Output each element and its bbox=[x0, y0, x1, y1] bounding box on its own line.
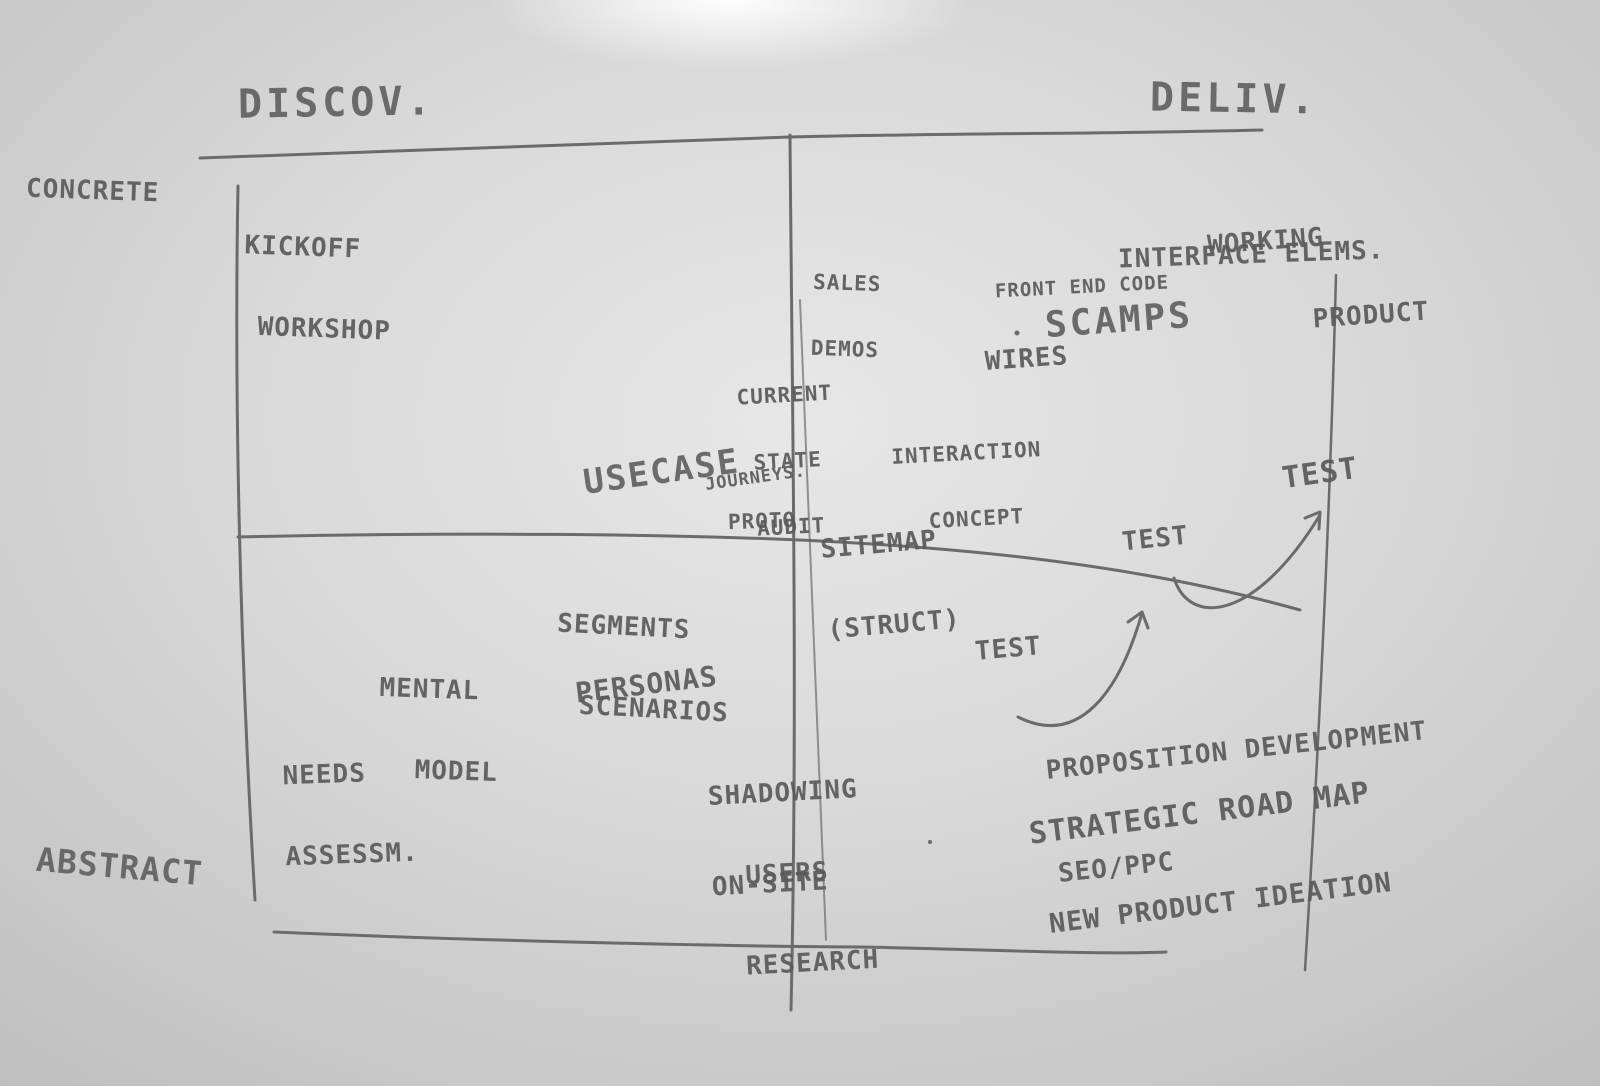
arrowhead-1 bbox=[1126, 610, 1150, 630]
note-line: (STRUCT) bbox=[826, 604, 962, 647]
curved-arrow-2 bbox=[1172, 513, 1322, 610]
note-line: SHADOWING bbox=[707, 773, 859, 812]
note-line: SALES bbox=[812, 269, 882, 297]
note-line: SITEMAP bbox=[819, 524, 939, 565]
dot-mark-2 bbox=[928, 840, 932, 844]
center-divider-second-line bbox=[799, 299, 827, 941]
note-on-site-research: ON-SITE RESEARCH bbox=[708, 811, 882, 1038]
dot-mark-1 bbox=[1014, 330, 1020, 336]
arrowhead-2 bbox=[1303, 510, 1322, 531]
bottom-border-line bbox=[272, 930, 1168, 955]
middle-divider-line bbox=[236, 532, 1302, 612]
center-divider-line bbox=[788, 133, 796, 1012]
note-line: INTERACTION bbox=[890, 437, 1042, 470]
note-line: CURRENT bbox=[735, 380, 833, 410]
axis-label-concrete: CONCRETE bbox=[25, 173, 160, 209]
note-line: MENTAL bbox=[378, 672, 480, 706]
note-line: WORKSHOP bbox=[257, 312, 392, 348]
right-border-line bbox=[1303, 273, 1338, 972]
note-line: KICKOFF bbox=[243, 230, 362, 265]
note-wires: WIRES bbox=[984, 341, 1070, 377]
note-line: RESEARCH bbox=[745, 945, 881, 983]
note-sitemap: SITEMAP (STRUCT) bbox=[815, 471, 967, 700]
note-proto: PROTO bbox=[727, 507, 797, 535]
curved-arrow-1 bbox=[1016, 611, 1144, 727]
top-border-line bbox=[198, 128, 1264, 160]
header-discovery: DISCOV. bbox=[237, 78, 435, 128]
note-kickoff-workshop: KICKOFF WORKSHOP bbox=[239, 177, 396, 400]
note-working-product: WORKING PRODUCT bbox=[1203, 163, 1434, 396]
header-delivery: DELIV. bbox=[1149, 74, 1319, 124]
note-line: ASSESSM. bbox=[284, 838, 420, 873]
note-test-1: TEST bbox=[973, 631, 1043, 667]
note-line: PRODUCT bbox=[1311, 296, 1431, 335]
note-line: SEGMENTS bbox=[556, 608, 692, 646]
note-line: NEEDS bbox=[282, 758, 367, 791]
note-line: MODEL bbox=[414, 755, 499, 789]
note-line: ON-SITE bbox=[711, 865, 830, 902]
note-needs-assessment: NEEDS ASSESSM. bbox=[280, 704, 421, 927]
left-border-line bbox=[235, 184, 257, 902]
